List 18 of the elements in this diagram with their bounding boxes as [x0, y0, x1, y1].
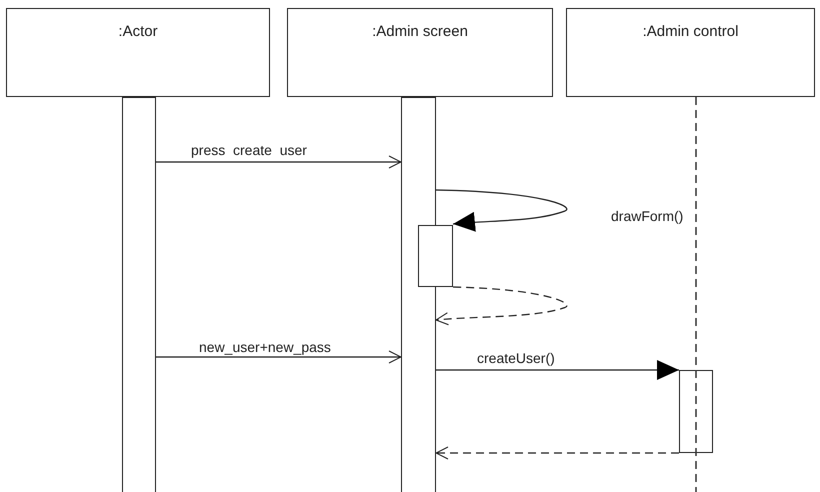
return-arrow [436, 446, 679, 460]
object-box [566, 8, 815, 97]
activation-bar [401, 97, 436, 492]
object-box [6, 8, 270, 97]
self-message-arrow [436, 189, 568, 232]
activation-bar [418, 225, 453, 287]
message-label: drawForm() [610, 208, 684, 224]
message-arrow [436, 360, 679, 380]
object-name: :Admin screen [372, 23, 468, 40]
activation-bar [679, 370, 713, 453]
message-arrow [156, 350, 402, 364]
activation-bar [122, 97, 156, 492]
message-label: createUser() [476, 350, 556, 366]
object-box [287, 8, 553, 97]
object-name: :Admin control [642, 23, 738, 40]
message-arrow [156, 156, 402, 168]
return-arrow [436, 286, 567, 326]
object-name: :Actor [118, 23, 158, 40]
